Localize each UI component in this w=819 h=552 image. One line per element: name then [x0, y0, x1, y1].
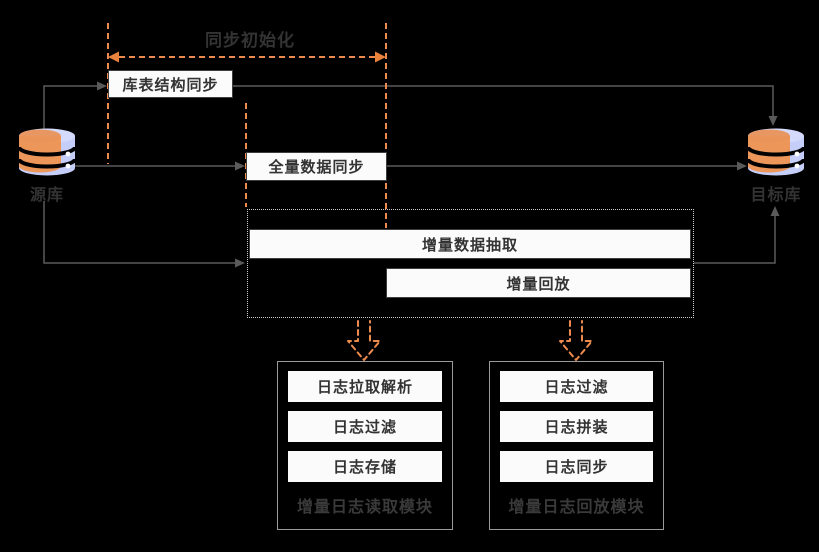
incremental-sync-group	[247, 209, 694, 318]
arrowhead-into-schema-icon	[97, 81, 107, 91]
module-caption: 增量日志回放模块	[508, 499, 645, 516]
source-db-label: 源库	[29, 187, 64, 204]
source-database-icon	[18, 128, 76, 176]
full-sync-node: 全量数据同步	[246, 152, 387, 181]
line-incremental-to-target	[694, 216, 776, 264]
schema-sync-node: 库表结构同步	[108, 70, 233, 98]
module-step: 日志同步	[500, 451, 653, 482]
arrowhead-right-icon	[375, 51, 386, 63]
target-db-label: 目标库	[750, 187, 802, 204]
init-phase-arrowheads	[108, 51, 386, 63]
line-source-to-incremental	[43, 201, 236, 264]
module-step: 日志存储	[288, 451, 442, 482]
target-database-icon	[747, 128, 805, 176]
arrowhead-into-target-bottom-icon	[770, 206, 780, 216]
gray-arrowheads	[97, 81, 780, 268]
log-replay-module: 日志过滤 日志拼装 日志同步 增量日志回放模块	[489, 361, 664, 530]
arrowhead-into-target-left-icon	[737, 161, 747, 171]
arrowhead-into-target-top-icon	[768, 116, 778, 126]
line-source-to-schema	[43, 85, 98, 131]
line-schema-to-target	[233, 85, 774, 117]
incremental-extract-node: 增量数据抽取	[249, 229, 691, 259]
module-step: 日志拉取解析	[288, 371, 442, 402]
arrowhead-into-incremental-icon	[235, 258, 245, 268]
module-step: 日志过滤	[500, 371, 653, 402]
arrowhead-into-full-icon	[235, 161, 245, 171]
arrowhead-left-icon	[108, 51, 119, 63]
dashed-down-arrow-left-icon	[347, 320, 381, 361]
init-phase-label: 同步初始化	[205, 31, 295, 50]
module-step: 日志拼装	[500, 411, 653, 442]
log-read-module: 日志拉取解析 日志过滤 日志存储 增量日志读取模块	[277, 361, 453, 530]
dashed-down-arrow-right-icon	[559, 320, 593, 361]
incremental-replay-node: 增量回放	[386, 268, 691, 298]
module-caption: 增量日志读取模块	[296, 499, 433, 516]
module-step: 日志过滤	[288, 411, 442, 442]
